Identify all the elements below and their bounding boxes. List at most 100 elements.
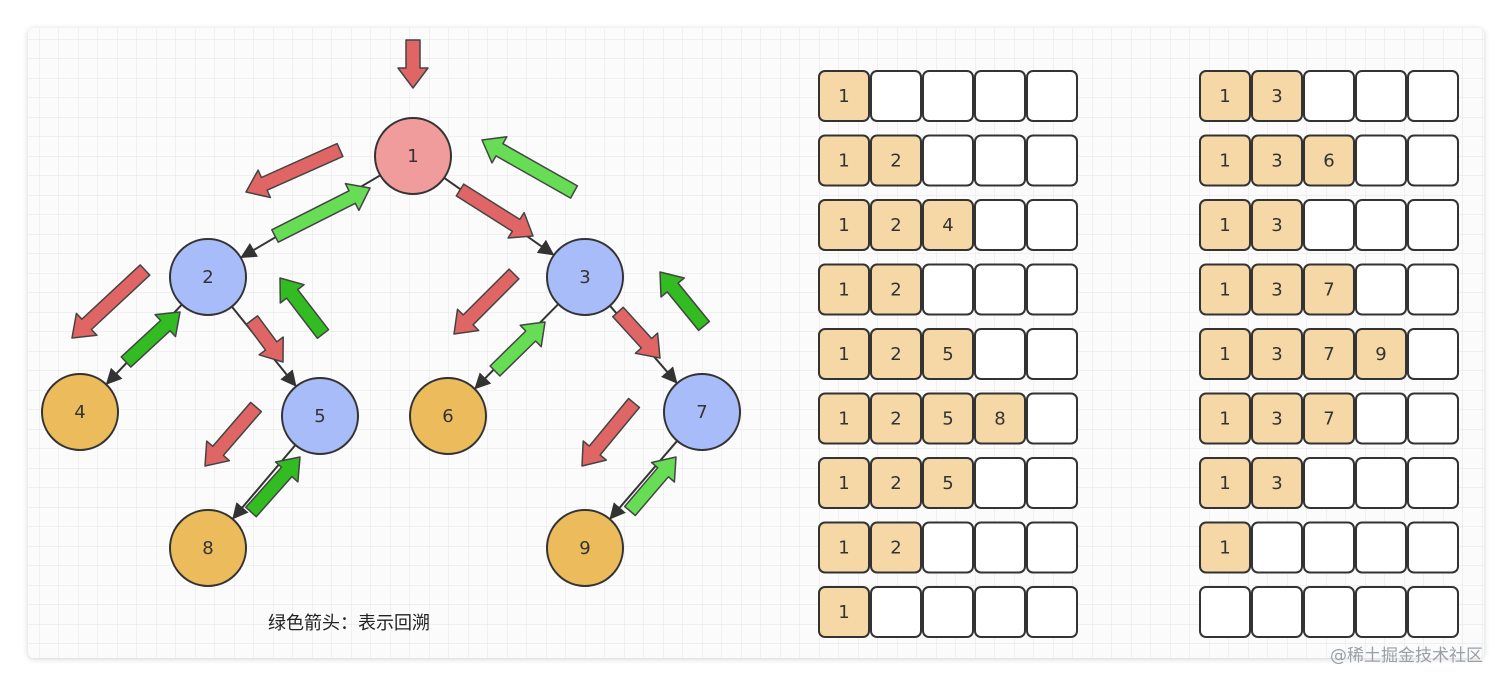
stack-cell-value: 1 xyxy=(838,86,849,107)
node-label: 6 xyxy=(442,406,453,427)
stack-cell-filled xyxy=(818,70,870,122)
stack-cell-value: 7 xyxy=(1323,280,1334,301)
stack-cell-empty xyxy=(1407,457,1459,509)
stack-cell-value: 3 xyxy=(1271,151,1282,172)
stack-cell-empty xyxy=(1407,199,1459,251)
node-circle xyxy=(169,509,247,587)
stack-cell-filled xyxy=(1199,70,1251,122)
stack-cell-filled xyxy=(818,521,870,574)
backtrack-arrow-icon xyxy=(489,321,546,377)
stack-cell-empty xyxy=(974,70,1026,122)
node-label: 1 xyxy=(407,146,418,167)
stack-cell-filled xyxy=(1199,457,1251,509)
tree-node-5: 5 xyxy=(281,377,359,455)
node-label: 8 xyxy=(202,538,213,559)
stack-cell-empty xyxy=(1303,70,1355,122)
tree-node-7: 7 xyxy=(663,373,741,451)
node-label: 7 xyxy=(696,402,707,423)
stack-cell-value: 1 xyxy=(1219,215,1230,236)
stack-row: 1 xyxy=(818,586,1078,638)
tree-node-4: 4 xyxy=(41,373,119,451)
stack-cell-filled xyxy=(1199,199,1251,251)
stack-cell-value: 3 xyxy=(1271,215,1282,236)
descend-arrow-icon xyxy=(245,142,344,199)
stack-cell-empty xyxy=(1251,586,1303,638)
stack-cell-filled xyxy=(818,457,870,509)
tree-node-1: 1 xyxy=(374,117,452,195)
stack-cell-filled xyxy=(1355,328,1407,380)
stack-cell-empty xyxy=(1407,521,1459,574)
backtrack-arrow-icon xyxy=(279,277,330,340)
stack-cell-filled xyxy=(1199,134,1251,187)
stack-cell-filled xyxy=(1251,457,1303,509)
stack-cell-filled xyxy=(922,328,974,380)
stack-cell-empty xyxy=(1407,70,1459,122)
stack-cell-value: 9 xyxy=(1375,344,1386,365)
stack-cell-empty xyxy=(1407,328,1459,380)
stack-cell-empty xyxy=(1026,586,1078,638)
stack-cell-empty xyxy=(1355,392,1407,445)
stack-cell-filled xyxy=(818,263,870,316)
node-circle xyxy=(409,377,487,455)
stack-cell-empty xyxy=(1251,521,1303,574)
stack-cell-empty xyxy=(974,457,1026,509)
stack-cell-value: 2 xyxy=(890,280,901,301)
stack-cell-empty xyxy=(1355,134,1407,187)
stack-cell-empty xyxy=(1355,586,1407,638)
stack-cell-filled xyxy=(922,392,974,445)
stack-cell-empty xyxy=(1303,521,1355,574)
stack-cell-empty xyxy=(1026,263,1078,316)
stack-cell-empty xyxy=(1407,134,1459,187)
stack-cell-filled xyxy=(870,328,922,380)
node-circle xyxy=(41,373,119,451)
caption-text: 绿色箭头：表示回溯 xyxy=(268,613,430,634)
stack-cell-value: 3 xyxy=(1271,280,1282,301)
stack-cell-empty xyxy=(1026,392,1078,445)
stack-cell-empty xyxy=(1355,521,1407,574)
entry-arrow-icon xyxy=(397,39,429,89)
tree-node-8: 8 xyxy=(169,509,247,587)
stack-cell-filled xyxy=(870,263,922,316)
descend-arrow-icon xyxy=(455,183,534,239)
stack-row: 1 xyxy=(1199,521,1459,574)
stack-cell-value: 6 xyxy=(1323,151,1334,172)
node-label: 2 xyxy=(202,267,213,288)
stack-cell-value: 5 xyxy=(942,473,953,494)
stack-cell-filled xyxy=(974,392,1026,445)
stack-cell-filled xyxy=(1199,328,1251,380)
tree-node-6: 6 xyxy=(409,377,487,455)
stack-cell-value: 1 xyxy=(1219,538,1230,559)
stack-row: 1 3 6 xyxy=(1199,134,1459,187)
stack-cell-value: 1 xyxy=(1219,280,1230,301)
node-label: 5 xyxy=(314,406,325,427)
backtrack-arrow-icon xyxy=(659,271,711,332)
stack-cell-empty xyxy=(1026,457,1078,509)
stack-cell-value: 2 xyxy=(890,344,901,365)
stack-cell-empty xyxy=(974,586,1026,638)
stack-cell-empty xyxy=(1303,586,1355,638)
stack-cell-empty xyxy=(974,521,1026,574)
stack-cell-filled xyxy=(818,134,870,187)
stack-cell-filled xyxy=(1251,134,1303,187)
stack-cell-value: 1 xyxy=(838,215,849,236)
stack-cell-empty xyxy=(1026,134,1078,187)
stack-cell-filled xyxy=(1199,392,1251,445)
stack-cell-value: 1 xyxy=(1219,151,1230,172)
stack-cell-empty xyxy=(1026,521,1078,574)
stack-cell-value: 1 xyxy=(1219,344,1230,365)
node-circle xyxy=(281,377,359,455)
node-circle xyxy=(546,238,624,316)
stack-cell-empty xyxy=(1026,70,1078,122)
stack-cell-empty xyxy=(1355,457,1407,509)
stack-cell-empty xyxy=(1355,263,1407,316)
backtrack-arrow-icon xyxy=(481,136,579,199)
stack-cell-filled xyxy=(1251,199,1303,251)
descend-arrow-icon xyxy=(245,315,284,363)
